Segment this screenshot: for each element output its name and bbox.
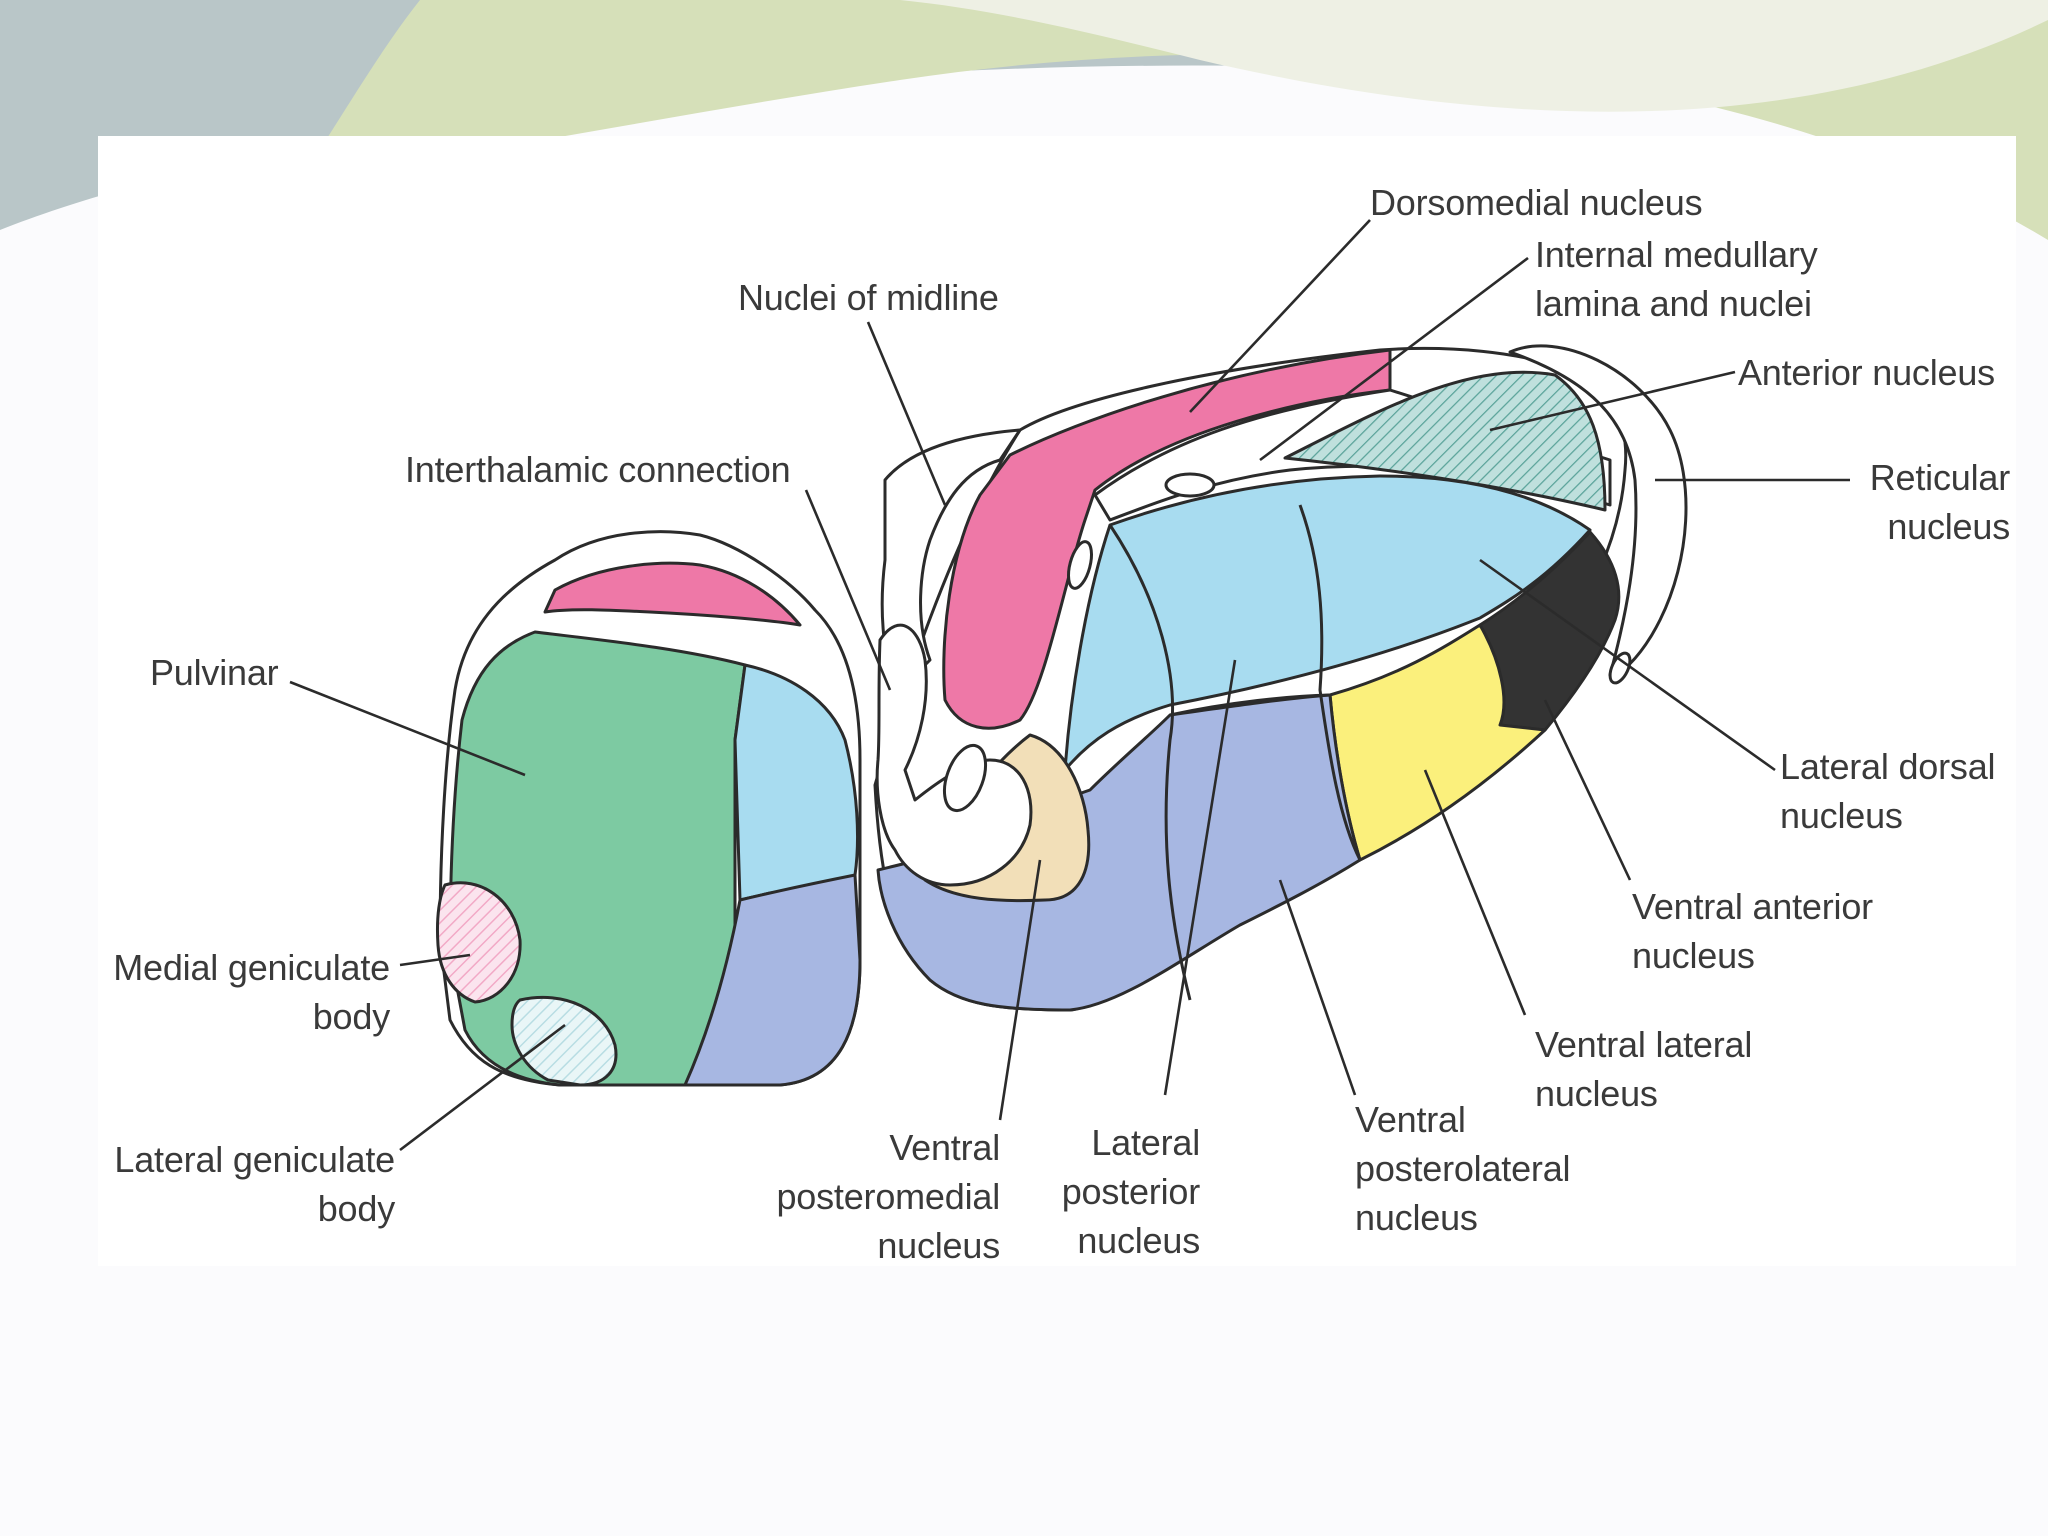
boundary-line-1 xyxy=(1108,524,1192,1001)
label-lateral-posterior-nucleus: Lateral posterior nucleus xyxy=(1061,1122,1200,1261)
lamina-oval-top xyxy=(1164,472,1216,498)
left-posterolateral-region xyxy=(683,873,862,1087)
label-dorsomedial-nucleus: Dorsomedial nucleus xyxy=(1370,182,1703,223)
interthalamic-oval xyxy=(942,743,988,813)
leader-lateral-geniculate xyxy=(399,1023,566,1152)
lateral-geniculate-body xyxy=(510,995,618,1087)
interthalamic-connection xyxy=(875,623,1033,887)
leader-lateral-posterior xyxy=(1163,659,1237,1096)
header-wave-light xyxy=(900,0,2048,112)
boundary-line-3 xyxy=(1169,693,1331,717)
label-ventral-anterior-nucleus: Ventral anterior nucleus xyxy=(1632,886,1873,976)
leader-ventral-anterior xyxy=(1543,699,1632,881)
label-internal-medullary-lamina: Internal medullary lamina and nuclei xyxy=(1535,234,1818,324)
label-lateral-dorsal-nucleus: Lateral dorsal nucleus xyxy=(1780,746,1996,836)
leader-ventral-posterolateral xyxy=(1278,879,1357,1096)
leader-pulvinar xyxy=(289,680,526,777)
left-dorsomedial-region xyxy=(543,561,802,627)
reticular-end-oval xyxy=(1608,651,1632,685)
leader-ventral-posteromedial xyxy=(998,859,1042,1121)
label-ventral-posteromedial-nucleus: Ventral posteromedial nucleus xyxy=(776,1127,1000,1266)
leader-internal-medullary xyxy=(1259,256,1529,462)
label-nuclei-of-midline: Nuclei of midline xyxy=(738,277,999,318)
leader-medial-geniculate xyxy=(399,953,471,967)
label-medial-geniculate-body: Medial geniculate body xyxy=(113,947,390,1037)
label-pulvinar: Pulvinar xyxy=(150,652,279,693)
leader-dorsomedial xyxy=(1189,219,1371,413)
label-lateral-geniculate-body: Lateral geniculate body xyxy=(114,1139,395,1229)
label-reticular-nucleus: Reticular nucleus xyxy=(1869,457,2010,547)
leader-anterior xyxy=(1489,370,1736,432)
leader-lateral-dorsal xyxy=(1479,558,1776,772)
lamina-oval-side xyxy=(1067,540,1093,590)
pulvinar-region xyxy=(448,630,747,1087)
medial-geniculate-body xyxy=(436,881,522,1004)
leader-interthalamic xyxy=(804,489,892,691)
anterior-nucleus xyxy=(1283,370,1607,512)
label-ventral-posterolateral-nucleus: Ventral posterolateral nucleus xyxy=(1355,1099,1571,1238)
label-interthalamic-connection: Interthalamic connection xyxy=(405,449,791,490)
leader-nuclei-midline xyxy=(866,321,947,506)
label-anterior-nucleus: Anterior nucleus xyxy=(1738,352,1995,393)
label-ventral-lateral-nucleus: Ventral lateral nucleus xyxy=(1535,1024,1753,1114)
leader-ventral-lateral xyxy=(1423,769,1527,1016)
boundary-line-2 xyxy=(1298,504,1362,861)
right-dorsomedial-region xyxy=(942,348,1392,730)
